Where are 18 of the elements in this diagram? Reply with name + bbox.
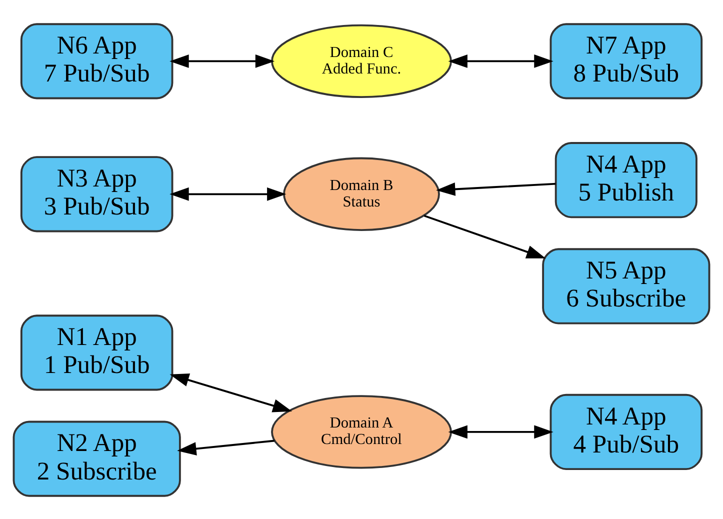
arrow [424,214,546,258]
arrow [448,54,554,68]
arrow [170,372,292,412]
arrow [170,54,275,68]
node-box: N2 App 2 Subscribe [12,420,181,496]
node-box: N3 App 3 Pub/Sub [20,156,174,232]
node-box: N7 App 8 Pub/Sub [550,22,703,99]
node-box: N1 App 1 Pub/Sub [20,314,174,390]
node-box: N4 App 4 Pub/Sub [550,393,703,470]
node-ellipse: Domain B Status [283,156,440,230]
arrow [448,424,554,438]
node-box: N6 App 7 Pub/Sub [20,22,174,99]
node-box: N4 App 5 Publish [554,142,698,218]
arrow [170,186,286,200]
node-ellipse: Domain C Added Func. [271,24,452,98]
arrow [177,439,275,455]
arrow [436,182,556,196]
node-box: N5 App 6 Subscribe [542,248,710,324]
